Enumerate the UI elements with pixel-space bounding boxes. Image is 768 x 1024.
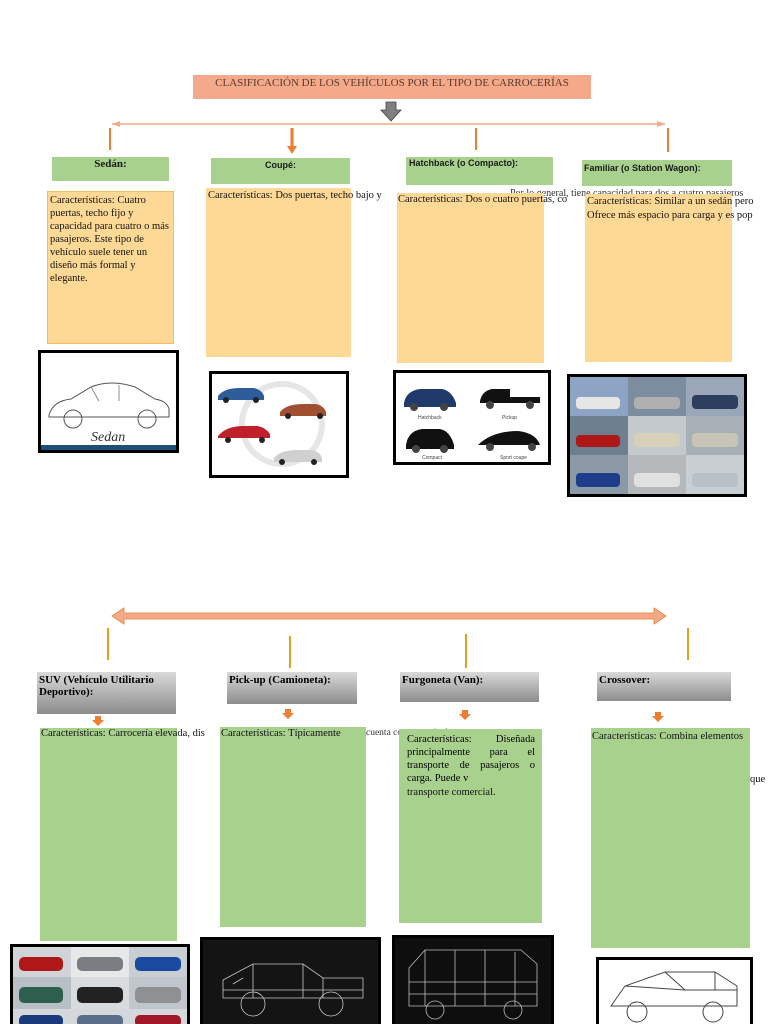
card-crossover [591, 728, 750, 948]
familiar-image [567, 374, 747, 497]
svg-text:Hatchback: Hatchback [418, 415, 442, 421]
coupe-overflow-text: Por lo general, tiene capacidad para dos… [510, 188, 743, 199]
header-hatchback: Hatchback (o Compacto): [406, 157, 553, 185]
suv-image [10, 944, 190, 1024]
crossover-image [596, 957, 753, 1024]
hatchback-image: Hatchback Pickup Compact Sport coupe [393, 370, 551, 465]
diagram-title: CLASIFICACIÓN DE LOS VEHÍCULOS POR EL TI… [193, 75, 591, 99]
coupe-image [209, 371, 349, 478]
suv-text: Características: Carrocería elevada, dis [41, 728, 205, 739]
coupe-text: Características: Dos puertas, techo bajo… [208, 190, 382, 201]
sedan-image: Sedan [38, 350, 179, 453]
card-sedan: Características: Cuatro puertas, techo f… [47, 191, 174, 344]
svg-text:Pickup: Pickup [502, 415, 517, 421]
card-van [399, 729, 542, 923]
title-down-arrow [380, 101, 402, 122]
card-pickup [220, 727, 366, 927]
van-image [392, 935, 554, 1024]
familiar-text-2: Ofrece más espacio para carga y es pop [587, 210, 753, 221]
van-overflow-text: que [750, 774, 766, 785]
header-suv: SUV (Vehículo Utilitario Deportivo): [37, 672, 176, 714]
sedan-image-caption: Sedan [91, 430, 125, 445]
svg-text:Compact: Compact [422, 455, 443, 461]
header-coupe: Coupé: [211, 158, 350, 184]
card-suv [40, 728, 177, 941]
familiar-text: Características: Similar a un sedán pero [587, 196, 754, 207]
card-coupe [206, 188, 351, 357]
crossover-text: Características: Combina elementos [592, 731, 744, 742]
van-text-tail: transporte comercial. [407, 787, 496, 798]
pickup-image [200, 937, 381, 1024]
pickup-text: Características: Típicamente [221, 728, 341, 739]
header-sedan: Sedán: [52, 157, 169, 181]
header-van: Furgoneta (Van): [400, 672, 539, 702]
svg-text:Sport coupe: Sport coupe [500, 455, 527, 461]
header-familiar: Familiar (o Station Wagon): [582, 160, 732, 186]
card-familiar [585, 194, 732, 362]
card-hatchback [397, 193, 544, 363]
hatchback-text: Características: Dos o cuatro puertas, c… [398, 194, 568, 205]
van-text: Características: Diseñada principalmente… [407, 734, 535, 784]
header-crossover: Crossover: [597, 672, 731, 701]
header-pickup: Pick-up (Camioneta): [227, 672, 357, 704]
bottom-double-arrow [111, 607, 667, 625]
